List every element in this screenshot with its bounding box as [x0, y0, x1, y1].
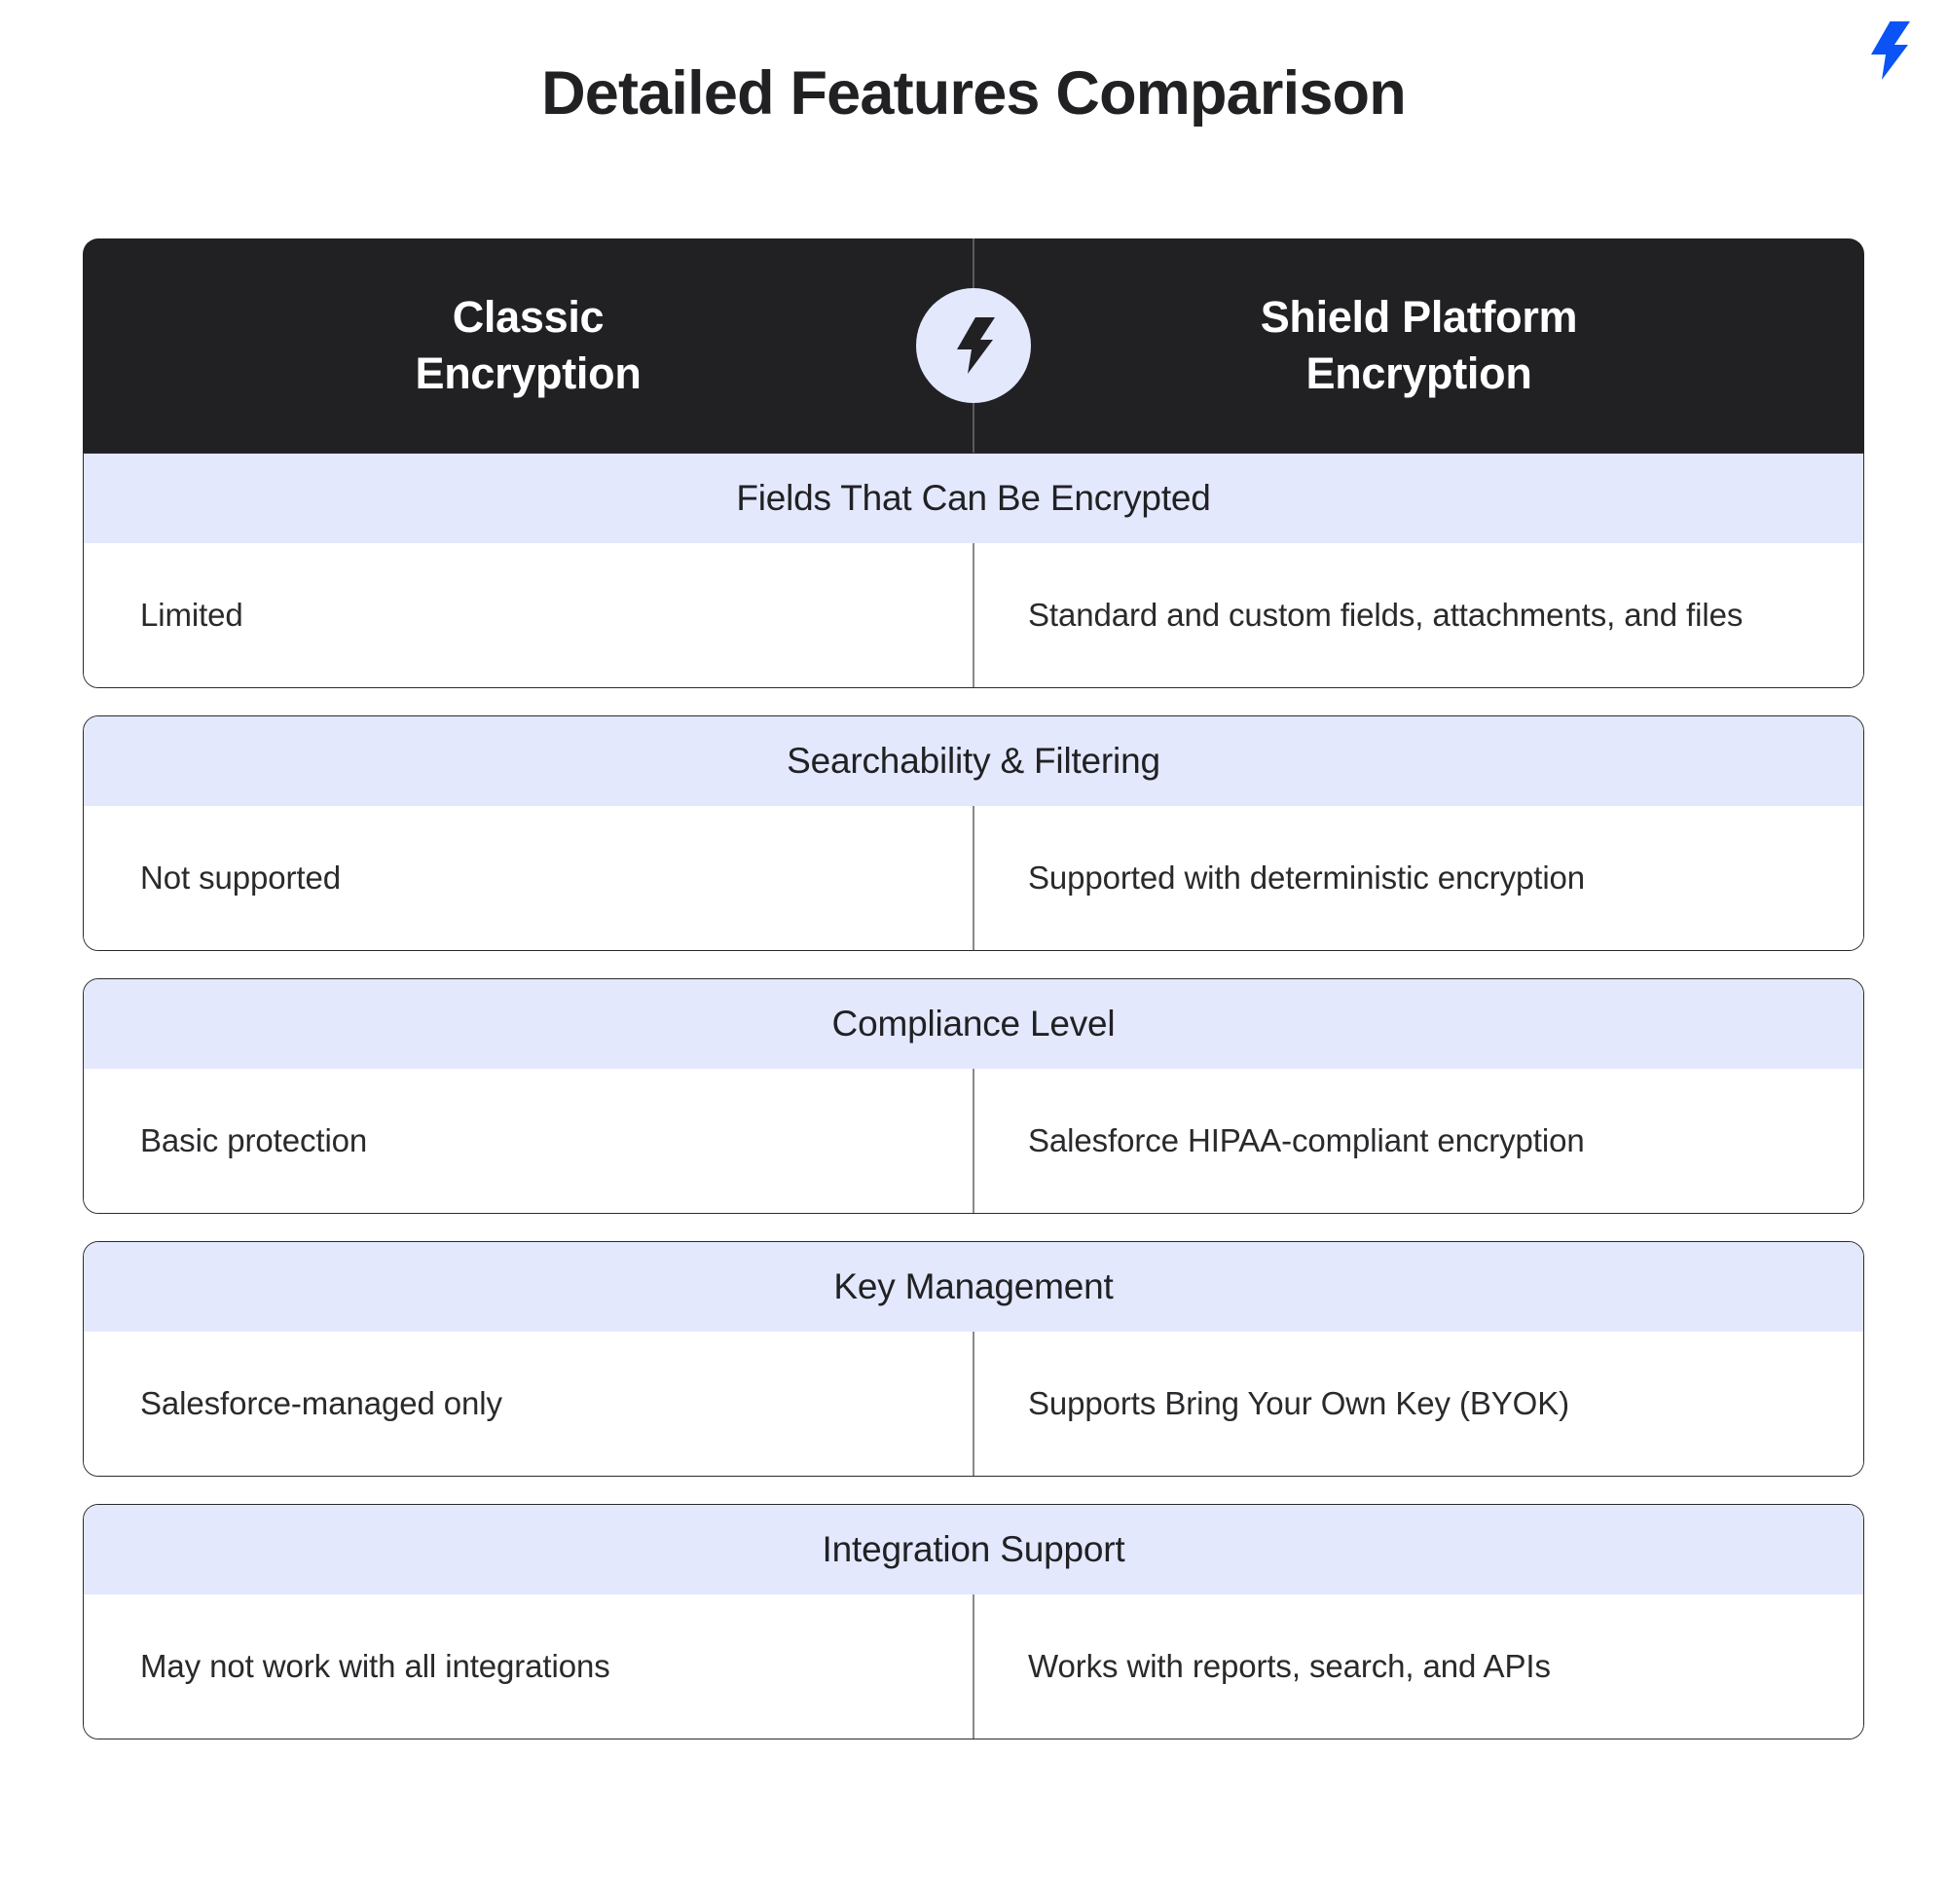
section-title: Key Management	[833, 1266, 1114, 1306]
header-column-shield: Shield Platform Encryption	[974, 238, 1864, 453]
header-column-classic: Classic Encryption	[83, 238, 974, 453]
cell-classic: Limited	[84, 543, 974, 687]
section-body: Salesforce-managed only Supports Bring Y…	[84, 1332, 1863, 1476]
section-band: Compliance Level	[84, 979, 1863, 1069]
cell-classic-text: May not work with all integrations	[140, 1648, 610, 1684]
section-body: Limited Standard and custom fields, atta…	[84, 543, 1863, 687]
section-band: Integration Support	[84, 1505, 1863, 1594]
cell-shield-text: Supported with deterministic encryption	[1028, 860, 1586, 896]
section-card: Integration Support May not work with al…	[83, 1504, 1864, 1739]
cell-shield: Supports Bring Your Own Key (BYOK)	[974, 1332, 1863, 1476]
body-divider	[973, 1594, 974, 1739]
cell-shield-text: Standard and custom fields, attachments,…	[1028, 597, 1744, 633]
cell-classic: Basic protection	[84, 1069, 974, 1213]
cell-classic-text: Not supported	[140, 860, 341, 896]
cell-shield: Standard and custom fields, attachments,…	[974, 543, 1863, 687]
lightning-bolt-icon	[1865, 21, 1910, 80]
section-card: Key Management Salesforce-managed only S…	[83, 1241, 1864, 1477]
cell-classic-text: Limited	[140, 597, 243, 633]
cell-classic: May not work with all integrations	[84, 1594, 974, 1739]
header-shield-label: Shield Platform Encryption	[1260, 292, 1578, 398]
section-body: Basic protection Salesforce HIPAA-compli…	[84, 1069, 1863, 1213]
section-title: Fields That Can Be Encrypted	[736, 478, 1211, 518]
section-title: Integration Support	[822, 1529, 1125, 1569]
section-card: Fields That Can Be Encrypted Limited Sta…	[83, 453, 1864, 688]
header-classic-label: Classic Encryption	[415, 292, 642, 398]
lightning-bolt-icon	[952, 317, 995, 374]
comparison-table: Classic Encryption Shield Platform Encry…	[83, 238, 1864, 1739]
page-title: Detailed Features Comparison	[541, 59, 1407, 128]
body-divider	[973, 1332, 974, 1476]
body-divider	[973, 543, 974, 687]
cell-shield-text: Works with reports, search, and APIs	[1028, 1648, 1551, 1684]
cell-classic: Not supported	[84, 806, 974, 950]
cell-classic: Salesforce-managed only	[84, 1332, 974, 1476]
section-band: Fields That Can Be Encrypted	[84, 454, 1863, 543]
cell-classic-text: Salesforce-managed only	[140, 1385, 502, 1421]
section-band: Key Management	[84, 1242, 1863, 1332]
section-card: Searchability & Filtering Not supported …	[83, 715, 1864, 951]
cell-shield-text: Salesforce HIPAA-compliant encryption	[1028, 1122, 1585, 1158]
cell-shield-text: Supports Bring Your Own Key (BYOK)	[1028, 1385, 1570, 1421]
cell-shield: Works with reports, search, and APIs	[974, 1594, 1863, 1739]
section-card: Compliance Level Basic protection Salesf…	[83, 978, 1864, 1214]
cell-shield: Supported with deterministic encryption	[974, 806, 1863, 950]
table-header: Classic Encryption Shield Platform Encry…	[83, 238, 1864, 453]
section-body: Not supported Supported with determinist…	[84, 806, 1863, 950]
cell-classic-text: Basic protection	[140, 1122, 368, 1158]
center-badge	[916, 288, 1031, 403]
section-title: Searchability & Filtering	[787, 741, 1160, 781]
section-band: Searchability & Filtering	[84, 716, 1863, 806]
section-title: Compliance Level	[831, 1004, 1116, 1044]
cell-shield: Salesforce HIPAA-compliant encryption	[974, 1069, 1863, 1213]
body-divider	[973, 806, 974, 950]
section-body: May not work with all integrations Works…	[84, 1594, 1863, 1739]
body-divider	[973, 1069, 974, 1213]
